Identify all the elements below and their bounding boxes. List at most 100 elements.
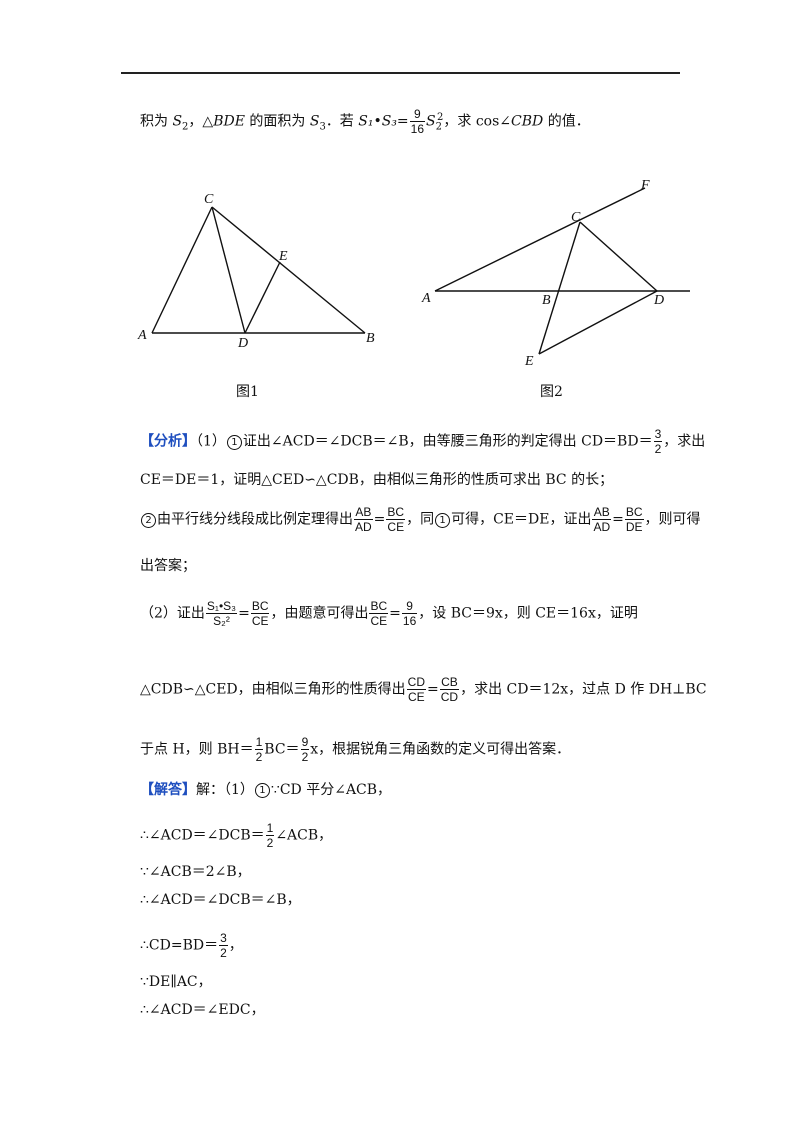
segment-ED bbox=[538, 290, 658, 355]
figure-1: A B C D E bbox=[137, 192, 375, 351]
text: BC＝ bbox=[264, 741, 300, 758]
figure-1-caption: 图1 bbox=[236, 384, 259, 400]
segment-CB bbox=[211, 206, 366, 334]
label-F: F bbox=[640, 178, 650, 193]
label-B: B bbox=[366, 331, 375, 346]
text: ， bbox=[228, 937, 243, 954]
answer-line-7: ∴∠ACD＝∠EDC， bbox=[140, 1000, 265, 1020]
text: 证出∠ACD＝∠DCB＝∠B，由等腰三角形的判定得出 CD＝BD＝ bbox=[242, 433, 653, 450]
segment-CD bbox=[211, 206, 246, 334]
text: 由平行线分线段成比例定理得出 bbox=[157, 511, 353, 528]
cbd: CBD bbox=[511, 113, 544, 130]
segment-CE bbox=[538, 221, 581, 355]
text: △CDB∽△CED，由相似三角形的性质得出 bbox=[140, 681, 406, 698]
text: ，设 BC＝9x，则 CE＝16x，证明 bbox=[418, 605, 638, 622]
label-C: C bbox=[571, 210, 581, 225]
text: 积为 bbox=[140, 113, 173, 130]
s2sq: S bbox=[426, 113, 436, 130]
label-A: A bbox=[137, 328, 147, 343]
label-B: B bbox=[542, 293, 551, 308]
label-E: E bbox=[524, 354, 534, 369]
text: ∵∠ACB＝2∠B， bbox=[140, 864, 251, 880]
text: 的值． bbox=[543, 113, 590, 130]
sub-2b: 2 bbox=[435, 121, 442, 133]
label-E: E bbox=[278, 249, 288, 264]
ray-AF bbox=[434, 187, 646, 292]
answer-tag: 【解答】 bbox=[140, 782, 196, 798]
text: 可得，CE＝DE，证出 bbox=[451, 511, 592, 528]
sub-2: 2 bbox=[182, 121, 189, 133]
text: 解：（1） bbox=[196, 782, 254, 798]
text: （2）证出 bbox=[140, 605, 205, 622]
equals: = bbox=[427, 681, 439, 698]
s1s3: S₁•S₃= bbox=[358, 113, 409, 130]
text: ∵CD 平分∠ACB， bbox=[270, 782, 392, 798]
analysis-line-4: 出答案； bbox=[140, 556, 196, 576]
circled-number: 1 bbox=[226, 434, 242, 450]
header-rule bbox=[121, 72, 680, 74]
text: 于点 H，则 BH＝ bbox=[140, 741, 254, 758]
text: x，根据锐角三角函数的定义可得出答案． bbox=[310, 741, 571, 758]
label-D: D bbox=[653, 293, 664, 308]
text: ∴∠ACD＝∠DCB＝∠B， bbox=[140, 892, 301, 908]
figure-2-caption: 图2 bbox=[540, 384, 563, 400]
text: 出答案； bbox=[140, 558, 196, 574]
s2: S bbox=[172, 113, 183, 130]
text: ．若 bbox=[325, 113, 359, 130]
answer-line-1: 【解答】解：（1）1∵CD 平分∠ACB， bbox=[140, 780, 391, 800]
equals: = bbox=[373, 511, 386, 528]
circled-number: 1 bbox=[435, 512, 451, 528]
circled-number: 1 bbox=[254, 783, 270, 798]
segment-CD bbox=[579, 221, 658, 292]
equals: = bbox=[238, 605, 250, 622]
text: ，同 bbox=[406, 511, 435, 528]
segment-AC bbox=[151, 206, 213, 334]
text: ，求 cos∠ bbox=[443, 113, 512, 130]
circled-number: 2 bbox=[141, 512, 156, 528]
sup-2: 2 bbox=[437, 112, 444, 123]
text: ∴CD=BD＝ bbox=[140, 937, 219, 954]
equals: = bbox=[612, 511, 624, 528]
text: ，△ bbox=[188, 113, 214, 130]
answer-line-3: ∵∠ACB＝2∠B， bbox=[140, 862, 251, 882]
text: ，求出 bbox=[663, 433, 706, 450]
sub-3: 3 bbox=[319, 121, 326, 133]
label-C: C bbox=[204, 192, 214, 207]
answer-line-6: ∵DE∥AC， bbox=[140, 972, 212, 992]
s3: S bbox=[309, 113, 320, 130]
analysis-tag: 【分析】 bbox=[140, 433, 196, 450]
text: （1） bbox=[196, 433, 226, 450]
answer-line-4: ∴∠ACD＝∠DCB＝∠B， bbox=[140, 890, 301, 910]
label-A: A bbox=[421, 291, 431, 306]
label-D: D bbox=[237, 336, 248, 351]
text: 的面积为 bbox=[244, 113, 310, 130]
text: ∴∠ACD＝∠EDC， bbox=[140, 1002, 265, 1018]
text: ，由题意可得出 bbox=[270, 605, 369, 622]
text: ∴∠ACD＝∠DCB＝ bbox=[140, 827, 265, 844]
text: ∵DE∥AC， bbox=[140, 974, 212, 990]
